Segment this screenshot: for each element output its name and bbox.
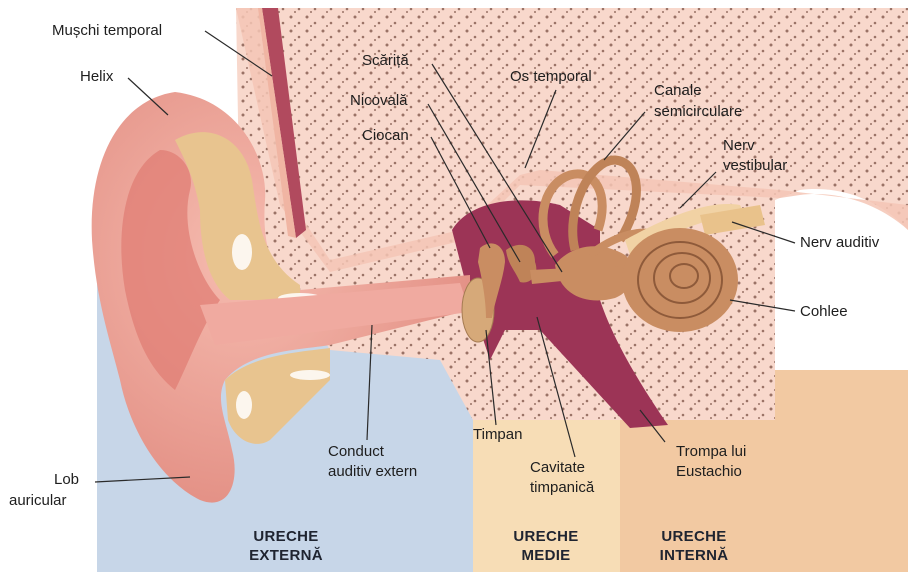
label-scarita: Scăriță [362, 52, 409, 70]
label-trompa-2: Eustachio [676, 463, 742, 481]
section-outer-ear-line1: URECHE [226, 527, 346, 546]
section-outer-ear-line2: EXTERNĂ [226, 546, 346, 565]
label-nicovala: Nicovală [350, 92, 408, 110]
label-lob-1: Lob [54, 471, 79, 489]
label-canale-1: Canale [654, 82, 702, 100]
label-nerv-vestibular-2: vestibular [723, 157, 787, 175]
label-helix: Helix [80, 68, 113, 86]
label-muschi-temporal: Mușchi temporal [52, 22, 162, 40]
label-cohlee: Cohlee [800, 303, 848, 321]
label-ciocan: Ciocan [362, 127, 409, 145]
label-cavitate-1: Cavitate [530, 459, 585, 477]
label-trompa-1: Trompa lui [676, 443, 746, 461]
cochlea [622, 228, 738, 332]
label-canale-2: semicirculare [654, 103, 742, 121]
section-inner-ear-line1: URECHE [634, 527, 754, 546]
label-os-temporal: Os temporal [510, 68, 592, 86]
label-lob-2: auricular [9, 492, 67, 510]
cartilage-highlight-4 [236, 391, 252, 419]
cartilage-highlight-1 [232, 234, 252, 270]
label-cavitate-2: timpanică [530, 479, 594, 497]
section-middle-ear-line2: MEDIE [486, 546, 606, 565]
cartilage-highlight-3 [290, 370, 330, 380]
label-nerv-vestibular-1: Nerv [723, 137, 755, 155]
section-middle-ear: URECHE MEDIE [486, 527, 606, 565]
label-nerv-auditiv: Nerv auditiv [800, 234, 879, 252]
label-timpan: Timpan [473, 426, 522, 444]
label-conduct-2: auditiv extern [328, 463, 417, 481]
section-inner-ear-line2: INTERNĂ [634, 546, 754, 565]
section-middle-ear-line1: URECHE [486, 527, 606, 546]
section-outer-ear: URECHE EXTERNĂ [226, 527, 346, 565]
label-conduct-1: Conduct [328, 443, 384, 461]
section-inner-ear: URECHE INTERNĂ [634, 527, 754, 565]
